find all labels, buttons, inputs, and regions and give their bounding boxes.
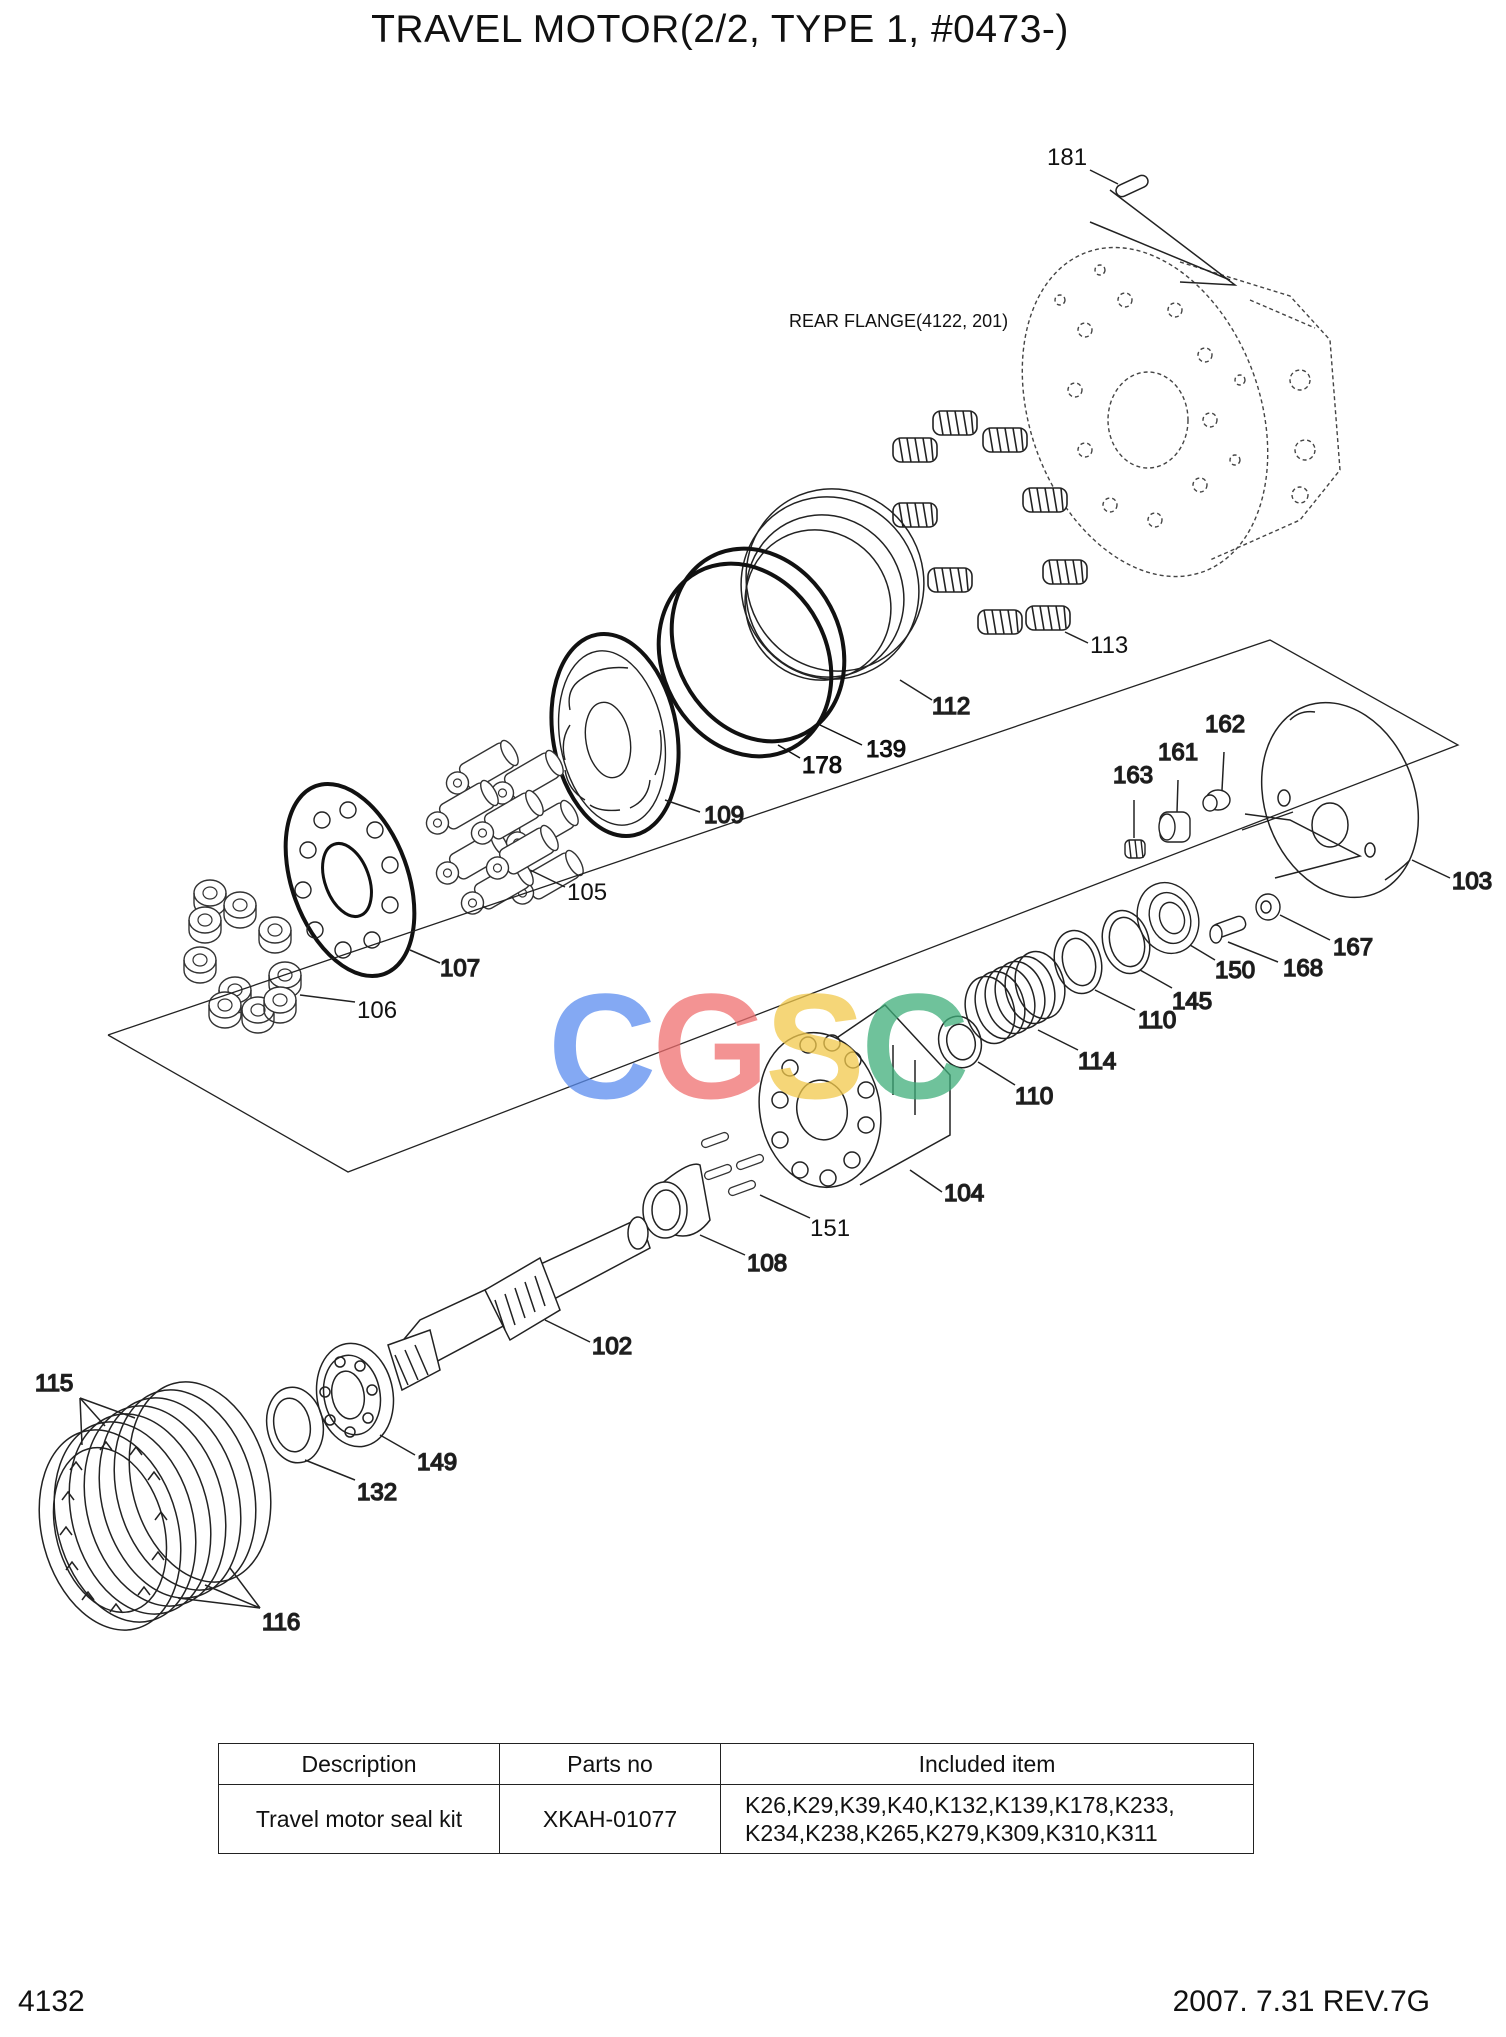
part-102-shaft: 102 (387, 1216, 651, 1392)
part-number-145: 145 (1172, 988, 1212, 1015)
part-number-116: 116 (262, 1609, 300, 1636)
part-110-shim-lower: 110 (937, 1015, 1054, 1111)
part-number-114: 114 (1078, 1048, 1116, 1075)
part-number-150: 150 (1215, 957, 1255, 984)
part-number-149: 149 (417, 1449, 457, 1476)
leader-line (1089, 221, 1231, 281)
part-162-plug: 162 (1202, 710, 1246, 812)
subassembly-outline (107, 639, 1460, 1173)
included-items-line-1: K26,K29,K39,K40,K132,K139,K178,K233, (745, 1792, 1175, 1818)
part-163-spring: 163 (1112, 761, 1154, 859)
part-number-162: 162 (1205, 711, 1245, 738)
header-parts-no: Parts no (499, 1743, 721, 1785)
part-number-115: 115 (35, 1370, 73, 1397)
part-number-151: 151 (810, 1215, 850, 1242)
part-number-103: 103 (1452, 868, 1492, 895)
header-included-item: Included item (720, 1743, 1254, 1785)
part-number-161: 161 (1158, 739, 1198, 766)
part-number-112: 112 (932, 693, 970, 720)
part-110-shim-upper: 110 (1053, 929, 1177, 1035)
rear-flange-drawing (1021, 246, 1341, 578)
part-150-bearing: 150 (1136, 881, 1256, 985)
part-149-bearing: 149 (315, 1342, 458, 1477)
page-number: 4132 (18, 1985, 85, 2018)
part-number-178: 178 (802, 752, 842, 779)
part-number-105: 105 (567, 879, 607, 906)
part-number-107: 107 (440, 955, 480, 982)
part-113-springs: 113 (892, 410, 1128, 659)
part-number-108: 108 (747, 1250, 787, 1277)
part-103-cover: 103 (1241, 701, 1493, 899)
part-167-seal: 167 (1255, 893, 1374, 962)
part-number-104: 104 (944, 1180, 984, 1207)
cgsc-watermark: CGSC (548, 960, 969, 1133)
leader-line (1109, 189, 1238, 286)
part-112-piston: 112 (740, 488, 971, 721)
rear-flange-label: REAR FLANGE(4122, 201) (789, 311, 1008, 331)
part-number-139: 139 (866, 736, 906, 763)
part-number-102: 102 (592, 1333, 632, 1360)
part-114-spring: 114 (964, 950, 1117, 1076)
cell-included-items: K26,K29,K39,K40,K132,K139,K178,K233, K23… (720, 1784, 1254, 1854)
part-105-pistons: 105 (420, 737, 607, 922)
cell-parts-no: XKAH-01077 (499, 1784, 721, 1854)
part-181-pin: 181 (1047, 144, 1149, 198)
part-161-bushing: 161 (1157, 738, 1199, 843)
part-132-oil-seal: 132 (265, 1386, 398, 1507)
part-106-shoes: 106 (183, 879, 397, 1034)
header-description: Description (218, 1743, 500, 1785)
part-139-178-orings: 139 178 (656, 546, 907, 780)
part-104-cylinder-block: 104 (758, 1004, 985, 1208)
part-115-116-brake-plates: 115 116 (34, 1369, 301, 1637)
part-number-110-upper: 110 (1138, 1007, 1176, 1034)
part-number-110-lower: 110 (1015, 1083, 1053, 1110)
part-number-132: 132 (357, 1479, 397, 1506)
included-items-line-2: K234,K238,K265,K279,K309,K310,K311 (745, 1820, 1158, 1846)
table-header-row: Description Parts no Included item (218, 1743, 1254, 1785)
table-row: Travel motor seal kit XKAH-01077 K26,K29… (218, 1784, 1254, 1854)
part-number-163: 163 (1113, 762, 1153, 789)
page-title: TRAVEL MOTOR(2/2, TYPE 1, #0473-) (371, 8, 1069, 51)
part-number-167: 167 (1333, 934, 1373, 961)
part-number-113: 113 (1090, 632, 1128, 659)
part-108-spherical-bushing: 108 (642, 1163, 788, 1278)
watermark-letter-c1: C (548, 962, 656, 1130)
part-107-retainer-plate: 107 (283, 781, 481, 983)
part-145-snap-ring: 145 (1101, 909, 1213, 1016)
watermark-letter-g: G (652, 962, 769, 1130)
part-168-screw: 168 (1209, 915, 1324, 983)
part-number-168: 168 (1283, 955, 1323, 982)
date-revision: 2007. 7.31 REV.7G (1172, 1985, 1430, 2018)
watermark-letter-s: S (765, 962, 865, 1130)
cell-description: Travel motor seal kit (218, 1784, 500, 1854)
part-number-181: 181 (1047, 144, 1087, 171)
part-151-pins: 151 (699, 1130, 850, 1242)
seal-kit-table: Description Parts no Included item Trave… (218, 1743, 1254, 1854)
watermark-letter-c2: C (861, 962, 969, 1130)
part-number-106: 106 (357, 997, 397, 1024)
